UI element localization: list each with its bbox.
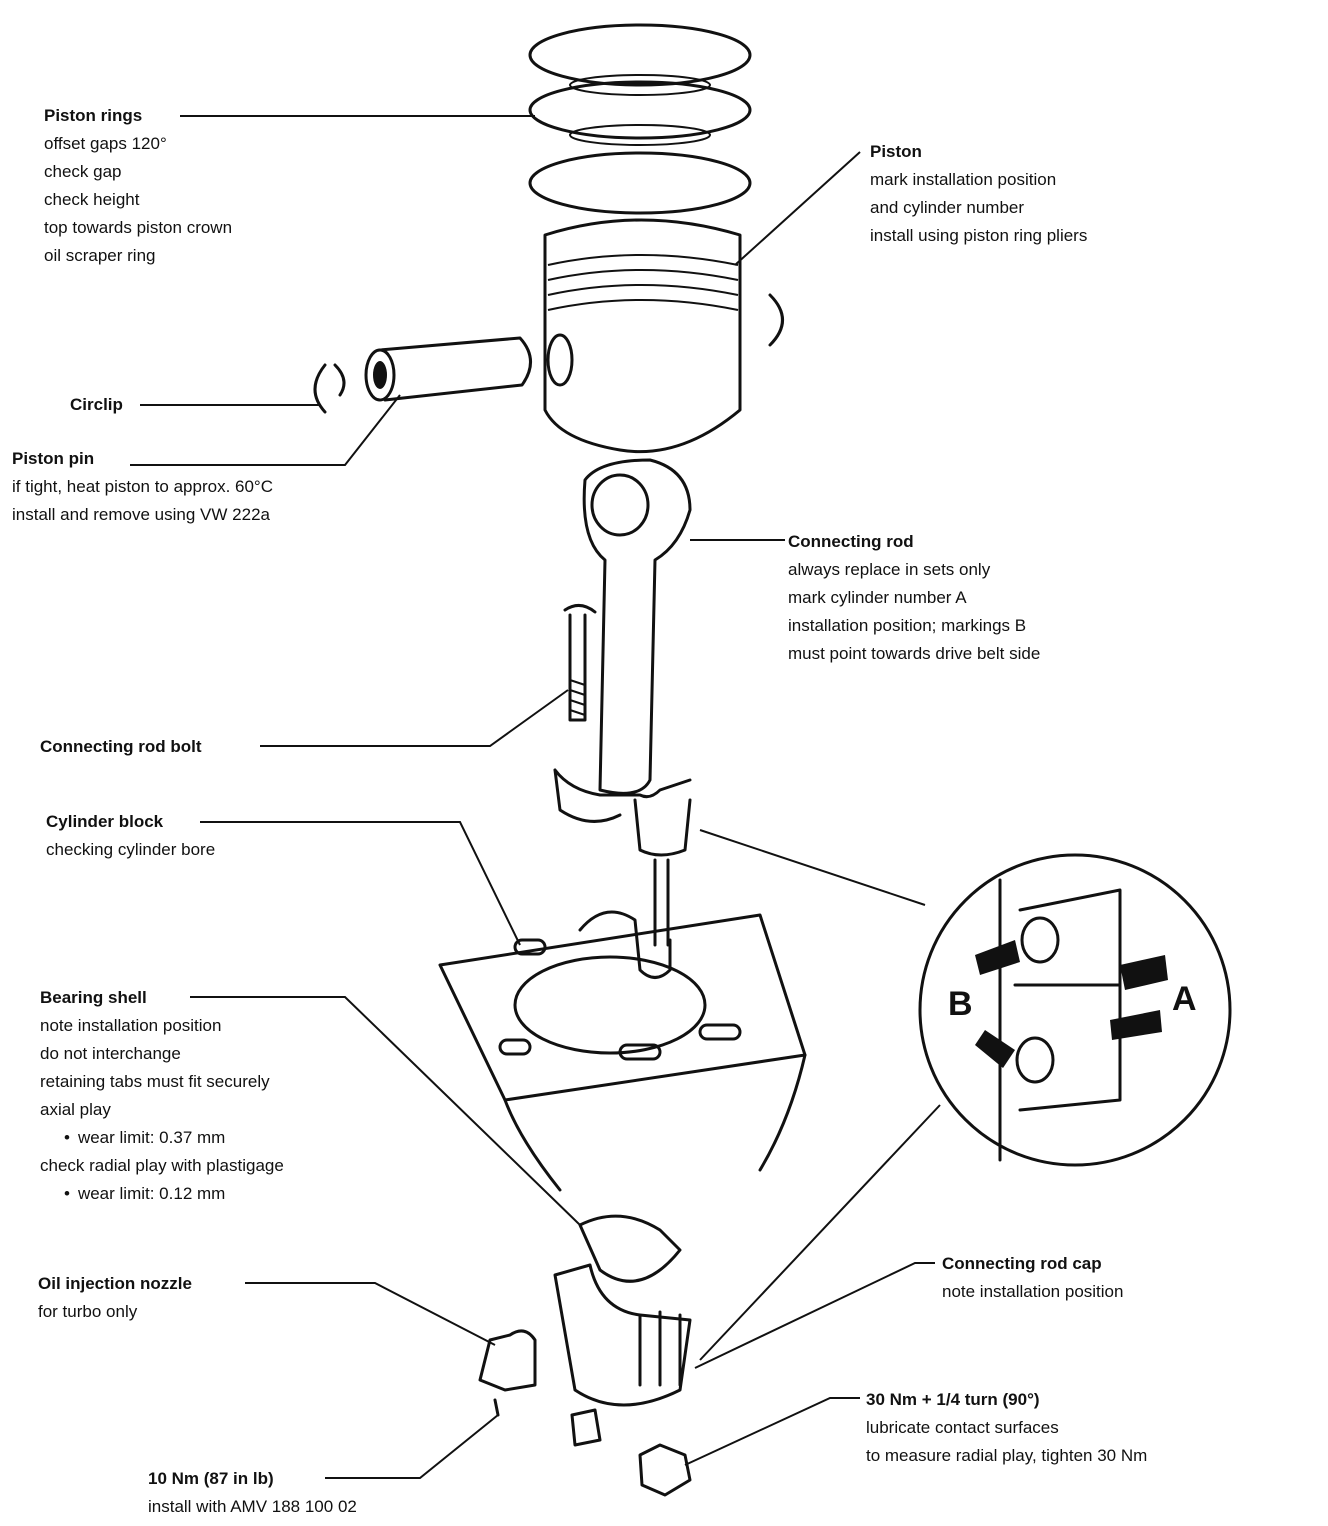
callout-title: Piston pin — [12, 449, 95, 468]
callout-nozzle-bolt: 10 Nm (87 in lb) install with AMV 188 10… — [148, 1465, 357, 1521]
callout-connecting-rod-cap: Connecting rod cap note installation pos… — [942, 1250, 1123, 1306]
callout-title: Piston rings — [44, 106, 143, 125]
detail-label-b: B — [948, 985, 973, 1023]
callout-bullet: wear limit: 0.12 mm — [40, 1180, 284, 1208]
callout-line: always replace in sets only — [788, 560, 991, 579]
detail-circle — [918, 853, 1232, 1167]
callout-line: mark installation position — [870, 170, 1057, 189]
circlip — [313, 363, 346, 414]
callout-line: top towards piston crown — [44, 218, 233, 237]
callout-piston: Piston mark installation position and cy… — [870, 138, 1087, 250]
connecting-rod-bolt — [563, 604, 597, 722]
piston-pin — [364, 336, 532, 402]
callout-line: install with AMV 188 100 02 — [148, 1497, 357, 1516]
callout-title: 30 Nm + 1/4 turn (90°) — [866, 1390, 1040, 1409]
oil-injection-nozzle — [478, 1329, 537, 1417]
bearing-shell — [578, 1214, 682, 1283]
callout-line: offset gaps 120° — [44, 134, 167, 153]
callout-line: check radial play with plastigage — [40, 1156, 284, 1175]
leader-lines — [130, 115, 941, 1479]
callout-title: Oil injection nozzle — [38, 1274, 192, 1293]
callout-line: installation position; markings B — [788, 616, 1027, 635]
callout-oil-injection-nozzle: Oil injection nozzle for turbo only — [38, 1270, 192, 1326]
callout-line: install and remove using VW 222a — [12, 505, 270, 524]
callout-line: must point towards drive belt side — [788, 644, 1041, 663]
callout-title: Bearing shell — [40, 988, 147, 1007]
cylinder-block — [438, 910, 807, 1192]
callout-line: install using piston ring pliers — [870, 226, 1088, 245]
callout-title: Connecting rod bolt — [40, 737, 202, 756]
piston-rings — [528, 23, 752, 215]
callout-piston-rings: Piston rings offset gaps 120° check gap … — [44, 102, 232, 270]
callout-title: Cylinder block — [46, 812, 164, 831]
callout-connecting-rod-bolt: Connecting rod bolt — [40, 733, 201, 761]
callout-nut-torque: 30 Nm + 1/4 turn (90°) lubricate contact… — [866, 1386, 1147, 1470]
connecting-rod-cap — [553, 1263, 692, 1407]
callout-bearing-shell: Bearing shell note installation position… — [40, 984, 284, 1208]
callout-line: lubricate contact surfaces — [866, 1418, 1059, 1437]
callout-line: for turbo only — [38, 1302, 138, 1321]
callout-line: checking cylinder bore — [46, 840, 216, 859]
callout-line: do not interchange — [40, 1044, 181, 1063]
callout-bullet: wear limit: 0.37 mm — [40, 1124, 284, 1152]
callout-piston-pin: Piston pin if tight, heat piston to appr… — [12, 445, 273, 529]
callout-line: note installation position — [40, 1016, 222, 1035]
callout-title: Connecting rod — [788, 532, 914, 551]
callout-line: oil scraper ring — [44, 246, 156, 265]
callout-connecting-rod: Connecting rod always replace in sets on… — [788, 528, 1040, 668]
detail-label-a: A — [1172, 980, 1197, 1018]
callout-title: Connecting rod cap — [942, 1254, 1102, 1273]
callout-line: note installation position — [942, 1282, 1124, 1301]
piston — [543, 218, 784, 454]
callout-line: if tight, heat piston to approx. 60°C — [12, 477, 274, 496]
callout-line: check gap — [44, 162, 122, 181]
callout-line: axial play — [40, 1100, 111, 1119]
callout-line: and cylinder number — [870, 198, 1025, 217]
callout-line: to measure radial play, tighten 30 Nm — [866, 1446, 1148, 1465]
callout-cylinder-block: Cylinder block checking cylinder bore — [46, 808, 215, 864]
callout-title: 10 Nm (87 in lb) — [148, 1469, 274, 1488]
callout-line: mark cylinder number A — [788, 588, 967, 607]
nut — [638, 1443, 692, 1497]
callout-line: retaining tabs must fit securely — [40, 1072, 270, 1091]
callout-title: Piston — [870, 142, 922, 161]
callout-title: Circlip — [70, 395, 123, 414]
callout-circlip: Circlip — [70, 391, 123, 419]
callout-line: check height — [44, 190, 140, 209]
small-bolt — [570, 1408, 602, 1447]
